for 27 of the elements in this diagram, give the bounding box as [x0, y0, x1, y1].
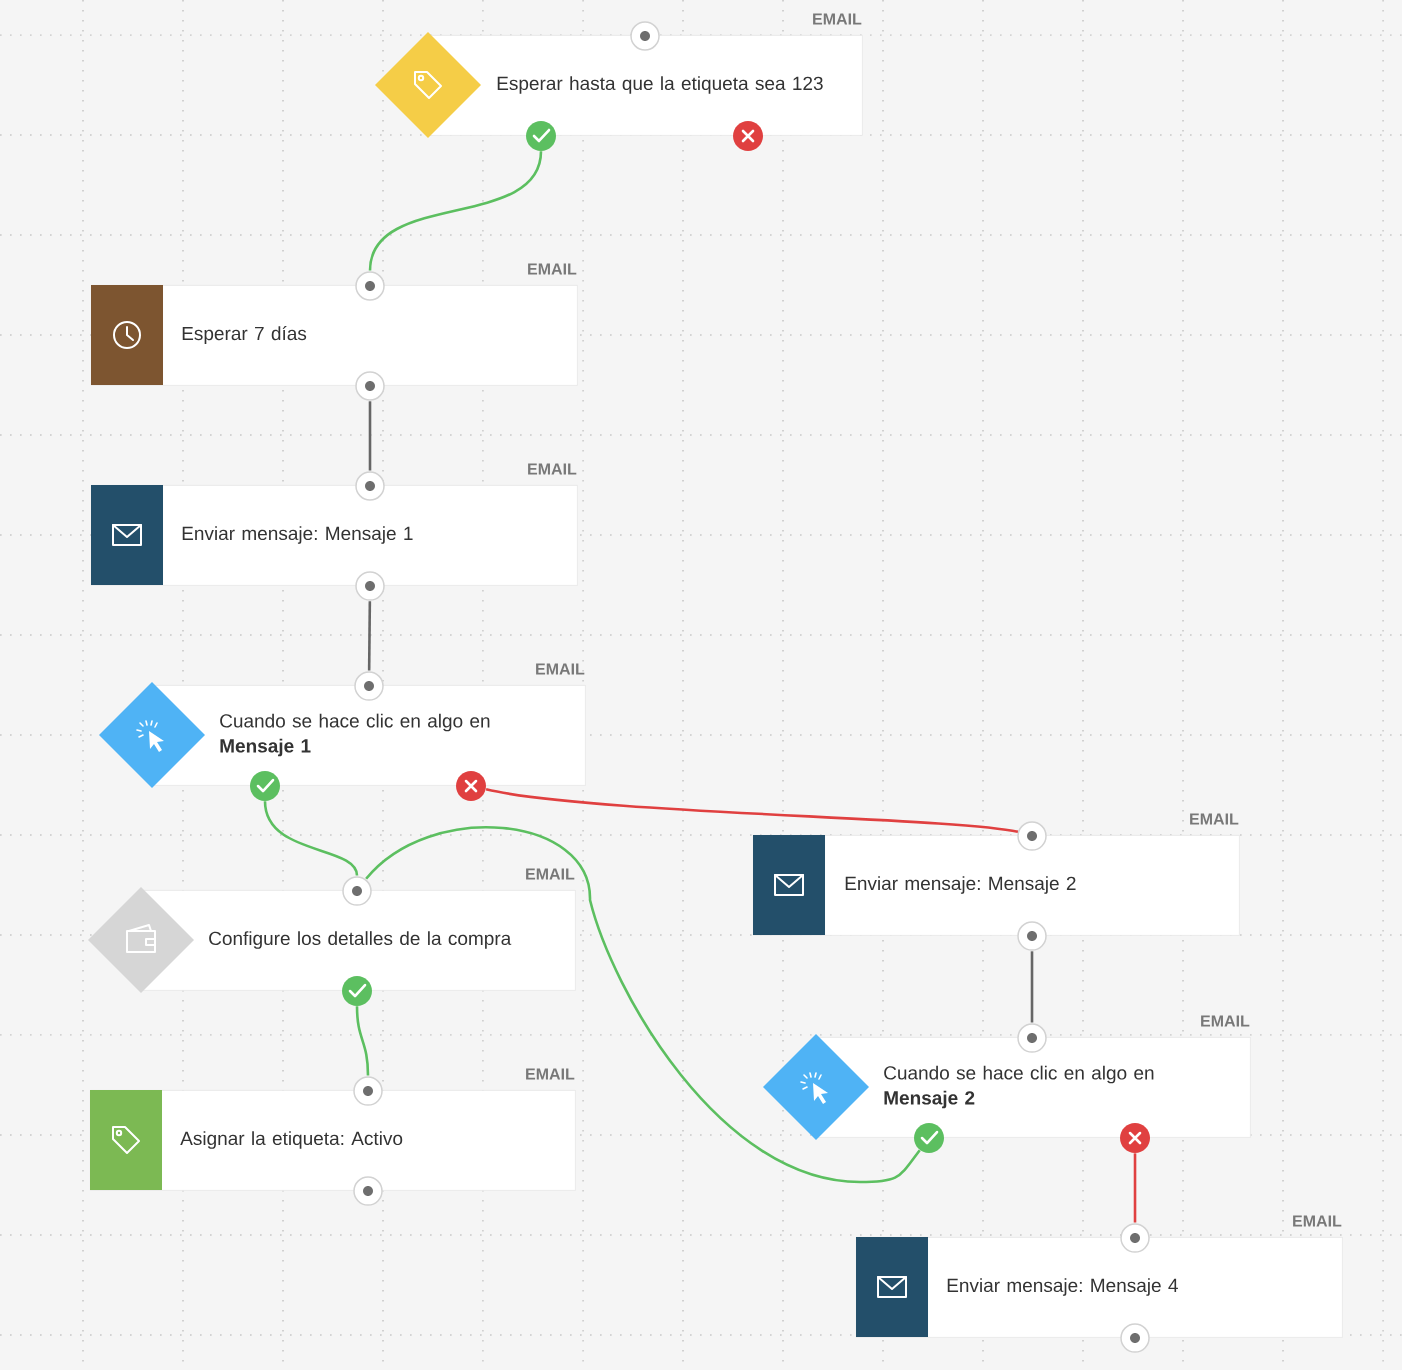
step-label: Cuando se hace clic en algo en Mensaje 1 — [220, 713, 490, 757]
channel-label: EMAIL — [1201, 1015, 1250, 1027]
step-label: Enviar mensaje: Mensaje 2 — [845, 876, 1076, 894]
step-label: Esperar 7 días — [182, 326, 307, 344]
connector — [1133, 1153, 1137, 1223]
channel-label: EMAIL — [528, 263, 577, 275]
connector — [485, 788, 1019, 834]
channel-label: EMAIL — [1190, 813, 1239, 825]
step-label: Asignar la etiqueta: Activo — [180, 1131, 403, 1149]
channel-label: EMAIL — [526, 1068, 575, 1080]
channel-label: EMAIL — [813, 13, 862, 25]
step-label: Esperar hasta que la etiqueta sea 123 — [497, 76, 823, 94]
step-label: Enviar mensaje: Mensaje 1 — [182, 526, 413, 544]
step-label: Configure los detalles de la compra — [209, 931, 512, 949]
connector — [355, 1006, 370, 1076]
connector — [1030, 951, 1034, 1023]
connector — [368, 151, 543, 271]
step-label: Enviar mensaje: Mensaje 4 — [947, 1278, 1178, 1296]
channel-label: EMAIL — [528, 463, 577, 475]
connector — [367, 601, 372, 671]
step-label: Cuando se hace clic en algo en Mensaje 2 — [884, 1065, 1154, 1109]
channel-label: EMAIL — [536, 663, 585, 675]
channel-label: EMAIL — [526, 868, 575, 880]
connector — [368, 401, 372, 471]
connector — [365, 826, 921, 1184]
connector — [263, 801, 359, 876]
channel-label: EMAIL — [1293, 1215, 1342, 1227]
